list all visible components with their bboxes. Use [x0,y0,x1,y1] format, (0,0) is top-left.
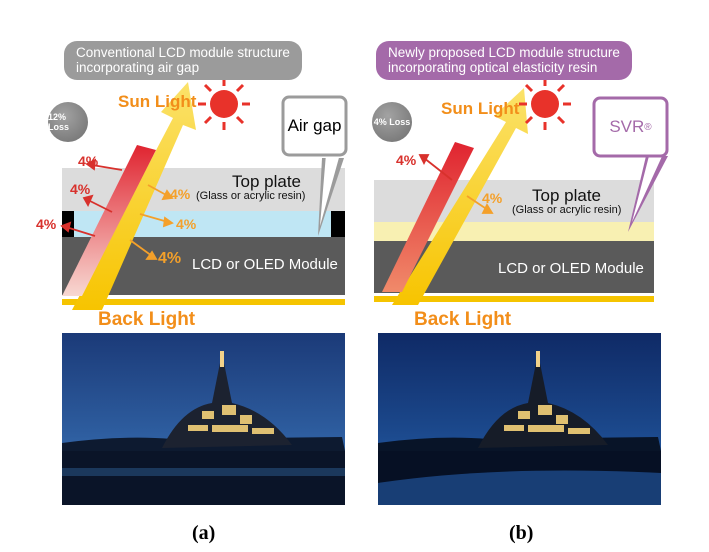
transmission-label-2: 4% [176,216,197,232]
reflected-light-beam [62,145,156,296]
header-pill: Newly proposed LCD module structure inco… [376,41,632,80]
loss-badge: 4% Loss [372,102,412,142]
backlight-bar [374,296,654,302]
transmission-label-1: 4% [170,186,191,202]
night-photo [378,333,661,505]
callout-pointer [318,154,344,236]
sun-light-label: Sun Light [441,99,520,118]
sun-icon [519,78,571,130]
reflection-arrows [60,158,123,237]
module-label: LCD or OLED Module [192,256,338,273]
callout-pointer [628,152,668,232]
transmission-arrows [129,184,174,260]
top-plate-title: Top plate [532,186,601,205]
transmission-label: 4% [482,190,503,206]
right-frame [331,211,345,237]
back-light-label: Back Light [98,309,196,330]
header-pill: Conventional LCD module structure incorp… [64,41,302,80]
top-plate-title: Top plate [232,172,301,191]
top-plate-label: Top plate (Glass or acrylic resin) [512,186,621,216]
reflection-label-2: 4% [70,181,91,197]
svr-callout-text: SVR [609,117,645,136]
backlight-bar [62,299,345,305]
top-plate-subtitle: (Glass or acrylic resin) [512,204,622,216]
night-photo [62,333,345,505]
transmission-label-3: 4% [158,250,182,267]
air-gap-callout: Air gap [286,100,343,152]
registered-mark: ® [644,121,652,133]
panel-b: Newly proposed LCD module structure inco… [354,0,708,552]
module-label: LCD or OLED Module [498,260,644,277]
svr-callout: SVR® [597,101,664,153]
caption-b: (b) [509,522,534,544]
sun-light-beam [392,88,528,305]
loss-badge: 12% Loss [48,102,88,142]
air-gap-structure-diagram [60,78,348,505]
reflection-label-1: 4% [78,153,99,169]
top-plate-subtitle: (Glass or acrylic resin) [196,190,306,202]
sun-light-label: Sun Light [118,92,197,111]
reflection-arrow [418,154,453,181]
caption-a: (a) [192,522,216,544]
top-plate-label: Top plate (Glass or acrylic resin) [196,172,305,202]
reflection-label: 4% [396,152,417,168]
resin-structure-diagram [374,78,669,505]
reflection-label-3: 4% [36,216,57,232]
sun-icon [198,78,250,130]
panel-a: Conventional LCD module structure incorp… [0,0,354,552]
transmission-arrow [466,195,494,214]
back-light-label: Back Light [414,309,512,330]
